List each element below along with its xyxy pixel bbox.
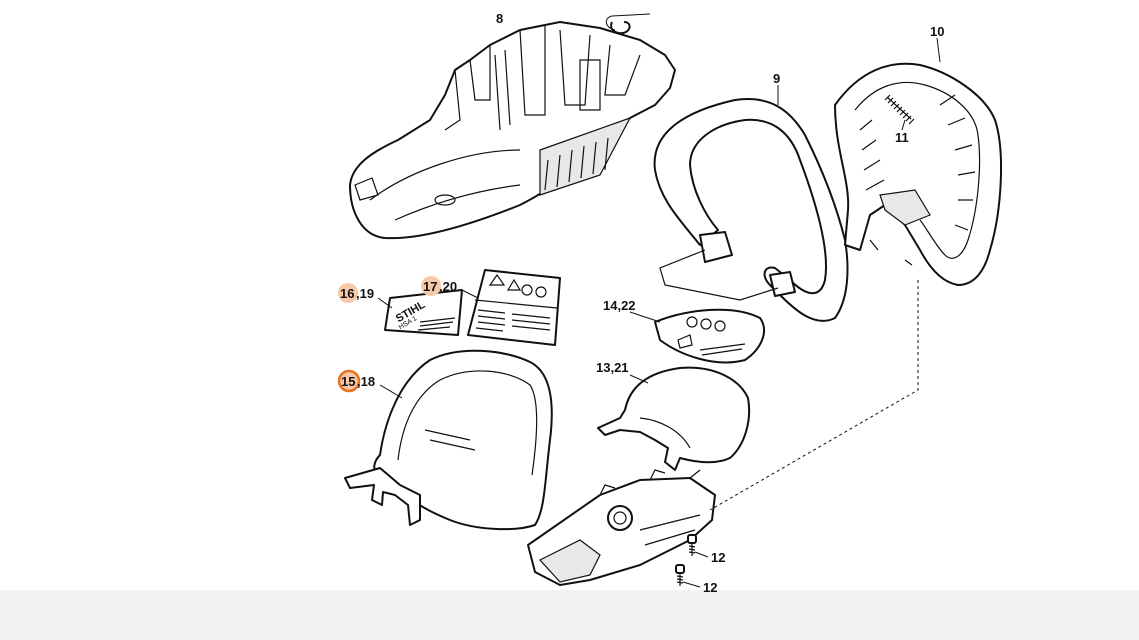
warning-decal[interactable] bbox=[467, 269, 561, 346]
label-11: 11 bbox=[895, 130, 909, 145]
leader-12a bbox=[694, 551, 709, 558]
leader-17 bbox=[461, 289, 479, 299]
label-17: 17 bbox=[423, 279, 437, 294]
leader-12b bbox=[682, 581, 701, 588]
leader-15 bbox=[379, 384, 403, 399]
label-20: ,20 bbox=[439, 279, 457, 294]
label-14-22: 14,22 bbox=[603, 298, 636, 313]
rear-shroud-part[interactable] bbox=[344, 349, 553, 531]
footer-band bbox=[0, 590, 1139, 640]
leader-10 bbox=[936, 37, 941, 63]
lower-housing-part[interactable] bbox=[527, 469, 716, 586]
leader-11 bbox=[901, 119, 906, 131]
label-16: 16 bbox=[340, 286, 354, 301]
label-10: 10 bbox=[930, 24, 944, 39]
screw-part-1[interactable] bbox=[687, 534, 697, 556]
label-12-lower: 12 bbox=[703, 580, 717, 595]
screw-part-2[interactable] bbox=[675, 564, 685, 586]
label-9: 9 bbox=[773, 71, 780, 86]
label-19: ,19 bbox=[356, 286, 374, 301]
label-12-upper: 12 bbox=[711, 550, 725, 565]
spring-part[interactable] bbox=[884, 94, 915, 125]
highlight-17 bbox=[421, 276, 441, 296]
front-shroud-part[interactable] bbox=[597, 366, 751, 471]
leader-16 bbox=[377, 297, 393, 309]
label-15: 15 bbox=[341, 374, 355, 389]
highlight-15 bbox=[337, 369, 361, 393]
housing-part[interactable] bbox=[349, 21, 676, 240]
highlight-16 bbox=[338, 283, 358, 303]
brand-decal[interactable]: STIHL HSA 1 bbox=[384, 289, 463, 336]
label-13-21: 13,21 bbox=[596, 360, 629, 375]
label-8: 8 bbox=[496, 11, 503, 26]
label-18: ,18 bbox=[357, 374, 375, 389]
small-decal[interactable] bbox=[654, 308, 765, 364]
assembly-dashed-line bbox=[709, 280, 919, 511]
circlip-part[interactable] bbox=[610, 21, 631, 35]
leader-14 bbox=[629, 311, 661, 323]
frame-part[interactable] bbox=[834, 62, 1003, 286]
leader-13 bbox=[629, 374, 649, 384]
handle-part[interactable] bbox=[653, 98, 849, 322]
